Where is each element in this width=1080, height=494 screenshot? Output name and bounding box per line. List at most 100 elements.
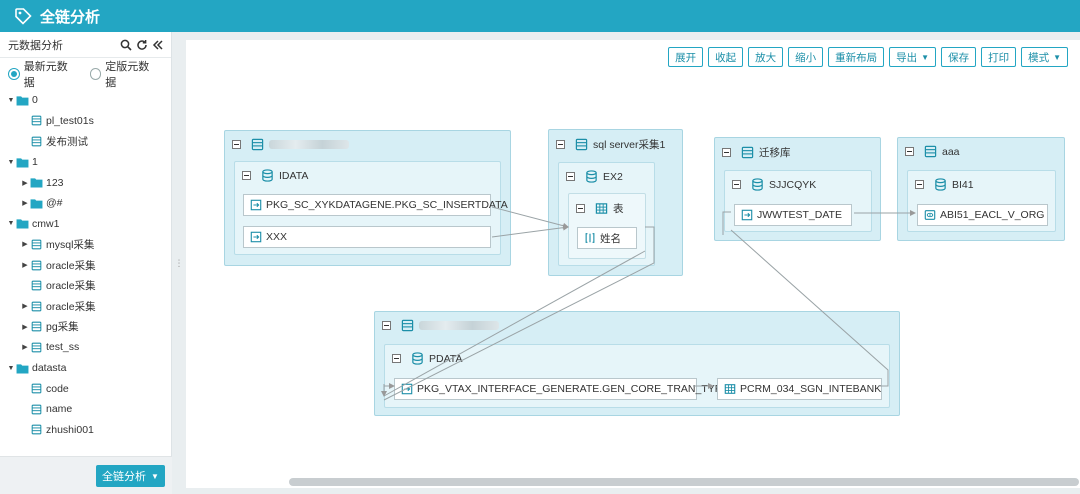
lineage-canvas[interactable]: 展开 收起 放大 缩小 重新布局 导出▼ 保存 打印 模式▼ IDATA PKG… xyxy=(186,40,1080,488)
tree-node[interactable]: ▼datasta xyxy=(0,358,171,379)
mode-button[interactable]: 模式▼ xyxy=(1021,47,1068,67)
tree-node[interactable]: oracle采集 xyxy=(0,275,171,296)
tree-node[interactable]: ▶@# xyxy=(0,193,171,214)
datasource-box-migration[interactable]: 迁移库 SJJCQYK JWWTEST_DATE xyxy=(714,137,881,241)
search-icon[interactable] xyxy=(119,38,133,52)
expand-button[interactable]: 展开 xyxy=(668,47,704,67)
procedure-node[interactable]: PKG_VTAX_INTERFACE_GENERATE.GEN_CORE_TRA… xyxy=(394,378,729,400)
zoom-out-button[interactable]: 缩小 xyxy=(788,47,824,67)
node-label: JWWTEST_DATE xyxy=(757,209,842,221)
zoom-in-button[interactable]: 放大 xyxy=(748,47,784,67)
tree-node[interactable]: ▼0 xyxy=(0,90,171,111)
horizontal-scrollbar[interactable] xyxy=(289,478,1079,486)
save-button[interactable]: 保存 xyxy=(941,47,977,67)
schema-box-idata[interactable]: IDATA PKG_SC_XYKDATAGENE.PKG_SC_INSERTDA… xyxy=(234,161,508,255)
radio-dot-unchecked xyxy=(89,68,102,80)
collapse-button[interactable]: 收起 xyxy=(708,47,744,67)
tree-node[interactable]: code xyxy=(0,378,171,399)
view-node[interactable]: ABI51_EACL_V_ORG xyxy=(917,204,1048,226)
collapse-toggle-icon[interactable] xyxy=(242,171,251,180)
tree-node-label: pg采集 xyxy=(46,321,79,334)
expanded-arrow-icon[interactable]: ▼ xyxy=(7,220,15,228)
print-button[interactable]: 打印 xyxy=(981,47,1017,67)
collapse-sidebar-icon[interactable] xyxy=(151,38,165,52)
collapsed-arrow-icon[interactable]: ▶ xyxy=(22,241,28,249)
schema-name: BI41 xyxy=(952,178,974,191)
tree-node[interactable]: pl_test01s xyxy=(0,111,171,132)
collapse-toggle-icon[interactable] xyxy=(732,180,741,189)
procedure-node[interactable]: PKG_SC_XYKDATAGENE.PKG_SC_INSERTDATA xyxy=(243,194,508,216)
tree-node[interactable]: ▶ pg采集 xyxy=(0,317,171,338)
procedure-node[interactable]: XXX xyxy=(243,226,491,248)
column-node[interactable]: 姓名 xyxy=(577,227,637,249)
tree-node[interactable]: ▶oracle采集 xyxy=(0,255,171,276)
tree-node-label: name xyxy=(46,403,73,416)
datasource-box-1[interactable]: IDATA PKG_SC_XYKDATAGENE.PKG_SC_INSERTDA… xyxy=(224,130,511,266)
collapse-toggle-icon[interactable] xyxy=(576,204,585,213)
full-chain-analysis-button[interactable]: 全链分析 ▼ xyxy=(96,465,165,487)
schema-box-pdata[interactable]: PDATA PKG_VTAX_INTERFACE_GENERATE.GEN_CO… xyxy=(384,344,890,408)
sidebar-footer: 全链分析 ▼ xyxy=(0,456,172,494)
schema-box-sjjcqyk[interactable]: SJJCQYK JWWTEST_DATE xyxy=(724,170,872,232)
procedure-node[interactable]: JWWTEST_DATE xyxy=(734,204,852,226)
collapse-toggle-icon[interactable] xyxy=(232,140,241,149)
table-node[interactable]: PCRM_034_SGN_INTEBANK xyxy=(717,378,882,400)
table-box[interactable]: 表 姓名 xyxy=(568,193,646,259)
schema-name: PDATA xyxy=(429,352,463,365)
collapsed-arrow-icon[interactable]: ▶ xyxy=(22,344,28,352)
folder-icon xyxy=(30,198,43,209)
collapse-toggle-icon[interactable] xyxy=(905,147,914,156)
tree-node[interactable]: 发布测试 xyxy=(0,131,171,152)
tree-node-label: oracle采集 xyxy=(46,280,96,293)
collapsed-arrow-icon[interactable]: ▶ xyxy=(22,179,28,187)
relayout-button[interactable]: 重新布局 xyxy=(828,47,885,67)
tree-node[interactable]: ▶oracle采集 xyxy=(0,296,171,317)
datasource-icon xyxy=(30,115,43,126)
tree-node-label: 0 xyxy=(32,94,38,107)
database-icon xyxy=(411,352,424,365)
expanded-arrow-icon[interactable]: ▼ xyxy=(7,364,15,372)
collapse-toggle-icon[interactable] xyxy=(722,148,731,157)
collapsed-arrow-icon[interactable]: ▶ xyxy=(22,323,28,331)
datasource-icon xyxy=(30,260,43,271)
tree-node[interactable]: ▼1 xyxy=(0,152,171,173)
box-header: 迁移库 xyxy=(722,145,791,160)
table-icon xyxy=(595,202,608,215)
tag-icon xyxy=(15,8,32,25)
expanded-arrow-icon[interactable]: ▼ xyxy=(7,158,15,166)
radio-fixed-metadata[interactable]: 定版元数据 xyxy=(89,58,160,90)
datasource-icon xyxy=(30,342,43,353)
server-icon xyxy=(401,319,414,332)
schema-box-bi41[interactable]: BI41 ABI51_EACL_V_ORG xyxy=(907,170,1056,232)
tree-node-label: pl_test01s xyxy=(46,114,94,127)
datasource-icon xyxy=(30,424,43,435)
collapse-toggle-icon[interactable] xyxy=(566,172,575,181)
caret-down-icon: ▼ xyxy=(1053,52,1061,62)
tree-node[interactable]: zhushi001 xyxy=(0,420,171,441)
expanded-arrow-icon[interactable]: ▼ xyxy=(7,96,15,104)
schema-box-ex2[interactable]: EX2 表 姓名 xyxy=(558,162,655,266)
schema-header: IDATA xyxy=(242,169,308,182)
datasource-box-aaa[interactable]: aaa BI41 ABI51_EACL_V_ORG xyxy=(897,137,1065,241)
tree-node[interactable]: ▶test_ss xyxy=(0,337,171,358)
collapse-toggle-icon[interactable] xyxy=(915,180,924,189)
radio-latest-metadata[interactable]: 最新元数据 xyxy=(8,58,78,90)
collapse-toggle-icon[interactable] xyxy=(556,140,565,149)
sidebar-splitter[interactable]: ⋮ xyxy=(172,32,186,494)
tree-node[interactable]: ▶123 xyxy=(0,172,171,193)
box-header xyxy=(232,138,349,151)
collapsed-arrow-icon[interactable]: ▶ xyxy=(22,303,28,311)
collapsed-arrow-icon[interactable]: ▶ xyxy=(22,200,28,208)
folder-icon xyxy=(16,157,29,168)
tree-node[interactable]: name xyxy=(0,399,171,420)
datasource-box-sqlserver[interactable]: sql server采集1 EX2 表 姓名 xyxy=(548,129,683,276)
refresh-icon[interactable] xyxy=(135,38,149,52)
collapse-toggle-icon[interactable] xyxy=(382,321,391,330)
collapse-toggle-icon[interactable] xyxy=(392,354,401,363)
tree-node[interactable]: ▶mysql采集 xyxy=(0,234,171,255)
export-button[interactable]: 导出▼ xyxy=(889,47,937,67)
datasource-box-5[interactable]: PDATA PKG_VTAX_INTERFACE_GENERATE.GEN_CO… xyxy=(374,311,900,416)
tree-node[interactable]: ▼cmw1 xyxy=(0,214,171,235)
collapsed-arrow-icon[interactable]: ▶ xyxy=(22,262,28,270)
